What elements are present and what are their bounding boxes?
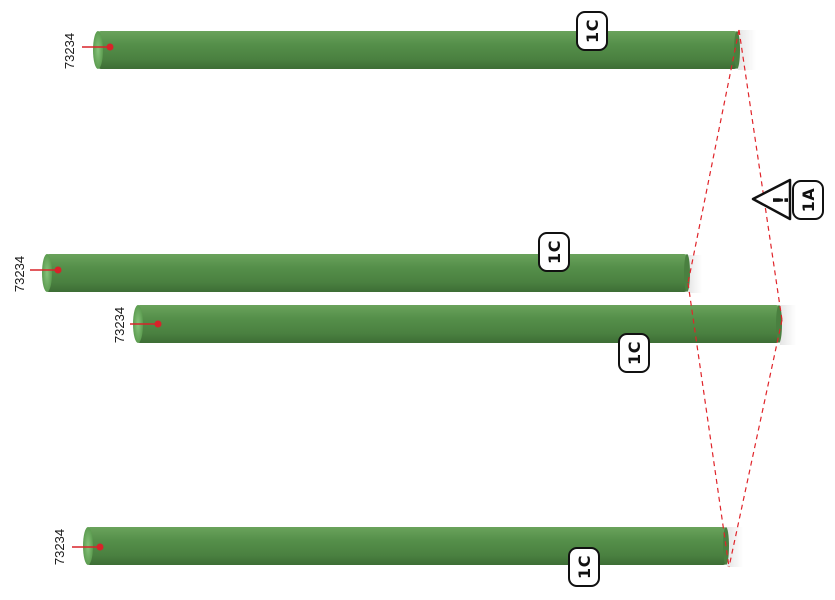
rod-end-cap — [42, 254, 52, 292]
guide-line — [728, 319, 783, 568]
rod-end-cap — [93, 31, 103, 69]
rod-end-cap — [684, 254, 690, 292]
part-number-label: 73234 — [62, 32, 77, 70]
step-badge: 1C — [576, 11, 608, 51]
step-badge: 1C — [618, 333, 650, 373]
warning-symbol: ! — [769, 195, 793, 204]
marker-dot — [106, 43, 114, 51]
warning-triangle-icon: ! — [751, 178, 793, 221]
alignment-step-badge: 1A — [792, 180, 824, 220]
rod-end-cap — [83, 527, 93, 565]
rod-1 — [82, 31, 740, 69]
marker-dot — [154, 320, 162, 328]
rod-shadow — [780, 305, 796, 345]
step-badge: 1C — [568, 547, 600, 587]
alignment-step-label: 1A — [798, 187, 818, 213]
rod-shadow — [738, 30, 756, 70]
step-badge-label: 1C — [582, 19, 602, 43]
rod-body — [97, 31, 738, 69]
step-badge-label: 1C — [544, 240, 564, 264]
part-number-label: 73234 — [112, 306, 127, 344]
rod-body — [86, 527, 727, 565]
guide-line — [687, 29, 740, 284]
step-badge-label: 1C — [624, 341, 644, 365]
alignment-guides — [687, 29, 783, 568]
rod-shadow — [688, 255, 702, 293]
guide-line — [687, 282, 730, 568]
step-badge-label: 1C — [574, 555, 594, 579]
rod-end-cap — [734, 31, 740, 69]
marker-dot — [96, 543, 104, 551]
rod-3 — [130, 305, 782, 343]
rod-body — [136, 305, 780, 343]
marker-dot — [54, 266, 62, 274]
rod-shadow — [727, 527, 743, 567]
rod-body — [45, 254, 688, 292]
rod-4 — [72, 527, 729, 565]
rod-2 — [30, 254, 690, 292]
part-number-label: 73234 — [12, 255, 27, 293]
part-number-label: 73234 — [52, 528, 67, 566]
step-badge: 1C — [538, 232, 570, 272]
guide-line — [738, 29, 783, 321]
rod-end-cap — [776, 305, 782, 343]
